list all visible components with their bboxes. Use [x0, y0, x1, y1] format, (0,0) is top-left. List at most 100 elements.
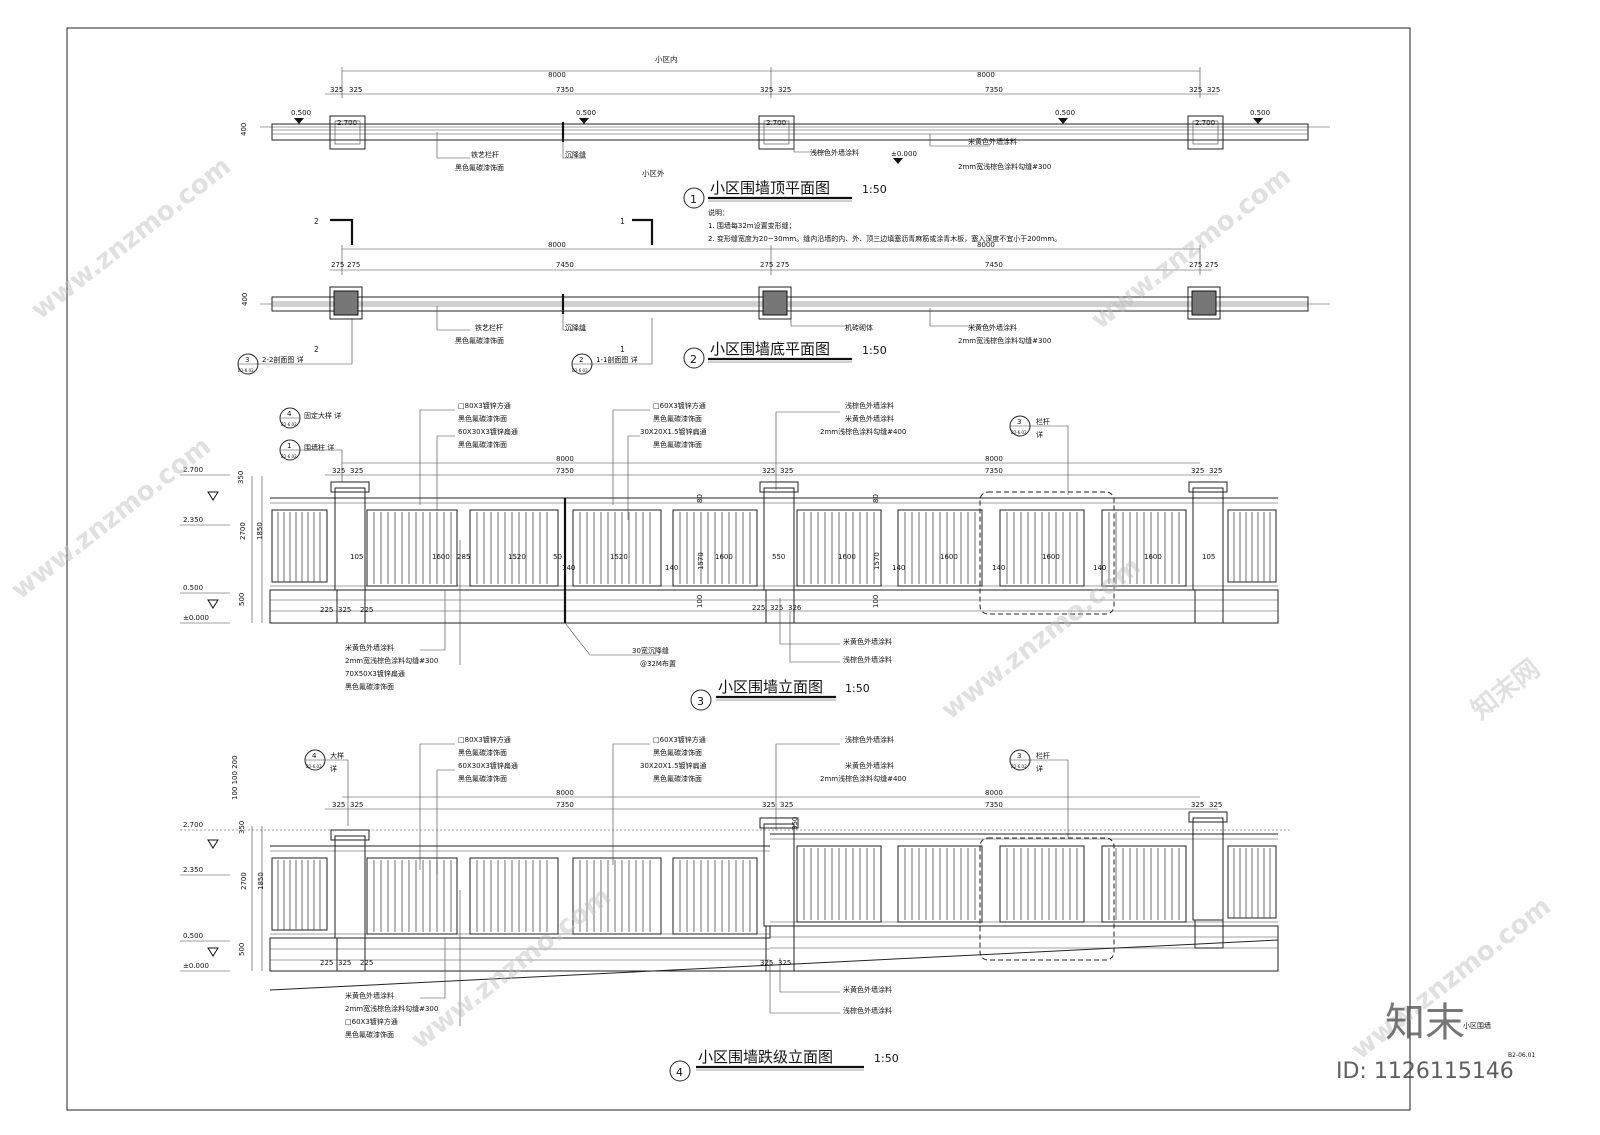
view-number: 4: [676, 1066, 683, 1079]
view-number: 1: [690, 193, 697, 206]
dim-325: 325: [1189, 86, 1202, 94]
section-cut-1: 1: [620, 217, 625, 226]
detail-ref-text: 栏杆: [1036, 751, 1050, 760]
dim-325: 325: [1209, 801, 1222, 809]
dim-325: 325: [760, 86, 773, 94]
dim-span-1: 8000: [556, 789, 574, 797]
note-material: 2mm浅棕色涂料勾缝#400: [820, 774, 906, 783]
dim-140: 140: [992, 564, 1005, 572]
note-material: 米黄色外墙涂料: [845, 761, 894, 770]
detail-ref-text: 栏杆: [1036, 417, 1050, 426]
note-2: 2. 变形缝宽度为20~30mm。缝内沿墙的内、外、顶三边填塞沥青麻筋或涂青木板…: [708, 234, 1061, 243]
detail-ref-sheet: B2-6.02: [306, 764, 322, 769]
section-cut-2: 2: [314, 345, 319, 354]
level-0500: 0.500: [183, 932, 203, 940]
dim-7350: 7350: [556, 801, 574, 809]
dim-325: 325: [332, 801, 345, 809]
dim-span-1: 8000: [556, 455, 574, 463]
fence-bars: [277, 848, 1271, 932]
view-number: 2: [690, 353, 697, 366]
dim-325: 325: [760, 959, 773, 967]
dim-1850: 1850: [256, 522, 264, 540]
watermark-text: www.znzmo.com: [406, 882, 617, 1056]
label-beige-paint: 米黄色外墙涂料: [968, 323, 1017, 332]
title-block-name: 小区围墙: [1463, 1021, 1491, 1030]
dim-105: 105: [350, 553, 363, 561]
column-plan: [329, 115, 366, 150]
dim-2700: 2700: [240, 872, 248, 890]
detail-ref-number: 3: [1017, 418, 1021, 426]
detail-ref-number: 4: [312, 752, 317, 760]
outside-label: 小区外: [642, 168, 665, 178]
note-material: 2mm宽浅棕色涂料勾缝#300: [345, 1004, 438, 1013]
notes-block: 说明： 1. 围墙每32m设置变形缝； 2. 变形缝宽度为20~30mm。缝内沿…: [708, 208, 1061, 243]
dim-140: 140: [562, 564, 575, 572]
image-id-label: ID: 1126115146: [1336, 1059, 1514, 1084]
note-material: 黑色氟碳漆饰面: [653, 774, 702, 783]
dim-325: 325: [1207, 86, 1220, 94]
note-material: □60X3镀锌方通: [653, 735, 706, 744]
section-cut-1: 1: [620, 345, 625, 354]
level-2350: 2.350: [183, 866, 203, 874]
dim-100: 100: [872, 595, 880, 608]
dim-7450: 7450: [985, 261, 1003, 269]
level-0500: 0.500: [183, 584, 203, 592]
watermark-text: 知末网: [1466, 654, 1546, 726]
dim-275: 275: [760, 261, 773, 269]
inside-label: 小区内: [655, 54, 678, 64]
note-material: 浅棕色外墙涂料: [845, 401, 894, 410]
view-scale: 1:50: [845, 682, 870, 695]
dim-1600: 1600: [940, 553, 958, 561]
dim-400: 400: [240, 123, 248, 136]
note-material: 60X30X3镀锌扁通: [458, 427, 518, 436]
dim-325: 325: [350, 467, 363, 475]
note-material: 30X20X1.5镀锌扁通: [640, 761, 707, 770]
dim-325: 325: [1191, 801, 1204, 809]
section-ref-sheet: B2-6.02: [572, 368, 588, 373]
note-material: 浅棕色外墙涂料: [843, 1006, 892, 1015]
dim-1570: 1570: [873, 552, 881, 570]
detail-ref-sheet: B2-6.02: [1011, 430, 1027, 435]
view-title: 小区围墙底平面图: [710, 340, 830, 358]
detail-ref-text: 详: [1036, 764, 1043, 773]
stepped-elevation-view: 4 B2-6.02 大样 详 □80X3镀锌方通 黑色氟碳漆饰面 60X30X3…: [180, 735, 1290, 1082]
label-iron-railing: 铁艺栏杆: [471, 150, 499, 159]
level-2350: 2.350: [183, 516, 203, 524]
label-groove: 2mm宽浅棕色涂料勾缝#300: [958, 162, 1051, 171]
column-plan: [758, 115, 795, 150]
columns: [330, 481, 1228, 624]
dim-325: 325: [778, 86, 791, 94]
note-material: □60X3镀锌方通: [653, 401, 706, 410]
detail-ref-sheet: B2-6.02: [281, 454, 297, 459]
dim-1850: 1850: [257, 872, 265, 890]
dim-1520: 1520: [508, 553, 526, 561]
note-material: 70X50X3镀锌扁通: [345, 669, 405, 678]
dim-7350: 7350: [556, 467, 574, 475]
detail-ref-sheet: B2-6.02: [1011, 764, 1027, 769]
dim-325: 325: [350, 801, 363, 809]
view-scale: 1:50: [862, 183, 887, 196]
dim-1570: 1570: [697, 552, 705, 570]
dim-140: 140: [665, 564, 678, 572]
dim-span-1: 8000: [548, 71, 566, 79]
dim-325: 325: [762, 467, 775, 475]
level-0500: 0.500: [1250, 109, 1270, 117]
label-settlement-joint: 沉降缝: [565, 323, 586, 332]
dim-275: 275: [1205, 261, 1218, 269]
note-material: 黑色氟碳漆饰面: [653, 748, 702, 757]
dim-span-2: 8000: [977, 241, 995, 249]
dim-1600: 1600: [838, 553, 856, 561]
view-title: 小区围墙立面图: [718, 678, 823, 696]
pillar: [1192, 817, 1224, 921]
dim-400: 400: [241, 293, 249, 306]
column-base: [758, 286, 792, 320]
dim-500: 500: [238, 943, 246, 956]
section-cut-2: 2: [314, 217, 319, 226]
level-2700: 2.700: [183, 466, 203, 474]
note-joint: @32M布置: [640, 659, 676, 668]
notes-heading: 说明：: [708, 208, 729, 217]
dim-325: 325: [349, 86, 362, 94]
dim-225: 225: [752, 604, 765, 612]
